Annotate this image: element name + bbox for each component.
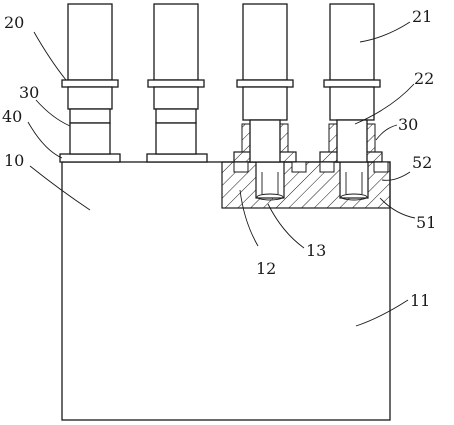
pin-3 bbox=[236, 3, 294, 163]
leader-lines bbox=[27, 21, 416, 327]
cross-section bbox=[221, 161, 391, 209]
pin-2 bbox=[147, 3, 205, 155]
label-52: 52 bbox=[412, 153, 432, 172]
label-22: 22 bbox=[414, 69, 434, 88]
pin-1 bbox=[61, 3, 119, 155]
label-30-right: 30 bbox=[398, 115, 418, 134]
label-11: 11 bbox=[410, 291, 430, 310]
pin-4 bbox=[323, 3, 381, 163]
label-12: 12 bbox=[256, 259, 276, 278]
label-21: 21 bbox=[412, 7, 432, 26]
label-20: 20 bbox=[4, 13, 24, 32]
base-plate-1 bbox=[59, 153, 121, 163]
label-30-left: 30 bbox=[19, 83, 39, 102]
base-plate-2 bbox=[146, 153, 208, 163]
label-10: 10 bbox=[4, 151, 24, 170]
label-51: 51 bbox=[416, 213, 436, 232]
label-13: 13 bbox=[306, 241, 326, 260]
label-40: 40 bbox=[2, 107, 22, 126]
